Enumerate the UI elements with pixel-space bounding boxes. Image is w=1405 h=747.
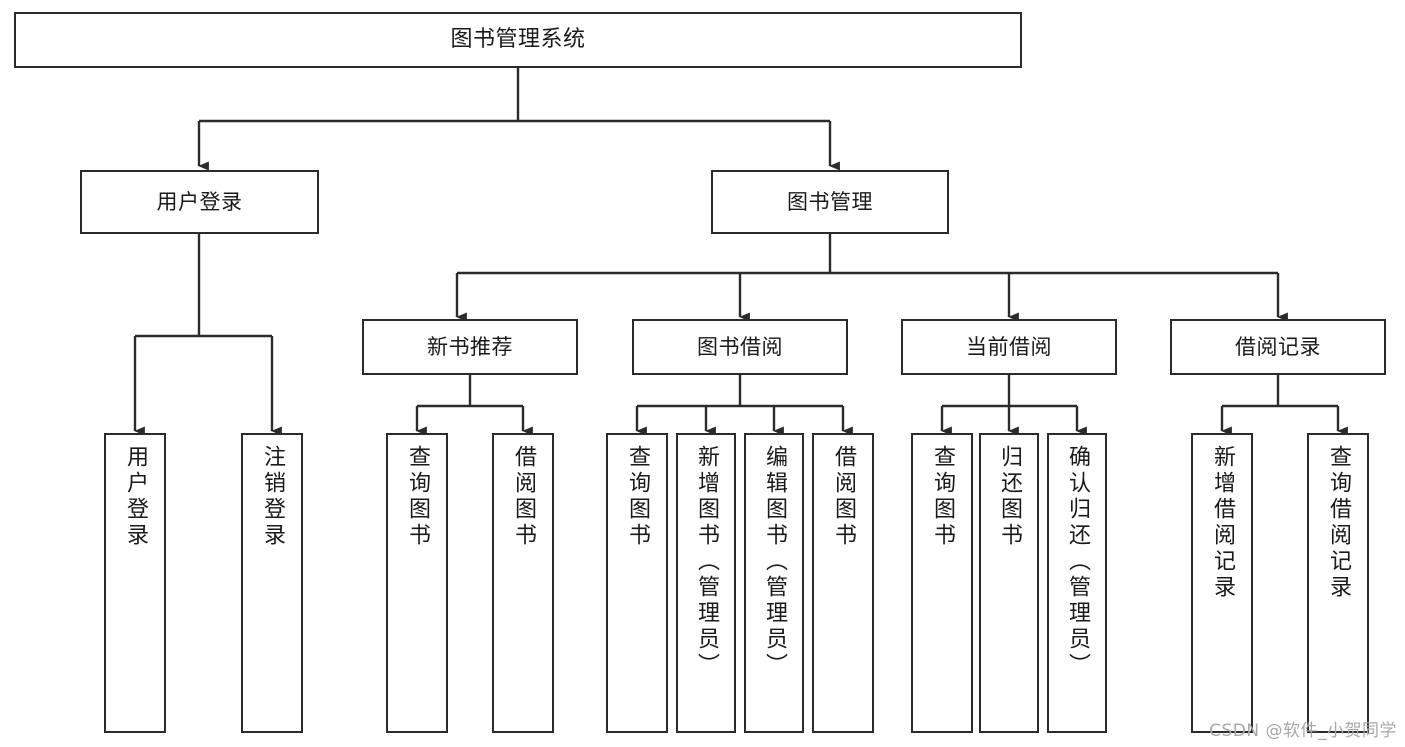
node-leaf-user-login[interactable]: 用户登录 — [104, 433, 166, 733]
node-leaf-add-borrow-record[interactable]: 新增借阅记录 — [1191, 433, 1253, 733]
node-leaf-add-book[interactable]: 新增图书（管理员） — [676, 433, 736, 733]
node-leaf-logout-label: 注销登录 — [260, 445, 285, 549]
node-leaf-user-login-label: 用户登录 — [123, 445, 148, 549]
node-new-book-recommend-label: 新书推荐 — [427, 334, 513, 359]
node-leaf-query-book-current[interactable]: 查询图书 — [911, 433, 973, 733]
node-leaf-borrow-book-new-label: 借阅图书 — [511, 445, 536, 549]
node-leaf-query-borrow-record[interactable]: 查询借阅记录 — [1307, 433, 1369, 733]
node-leaf-return-book-label: 归还图书 — [997, 445, 1022, 549]
node-new-book-recommend[interactable]: 新书推荐 — [362, 319, 578, 375]
node-leaf-confirm-return-label: 确认归还（管理员） — [1065, 445, 1090, 679]
node-leaf-borrow-book-new[interactable]: 借阅图书 — [492, 433, 554, 733]
node-leaf-query-borrow-record-label: 查询借阅记录 — [1326, 445, 1351, 601]
node-leaf-query-book-new-label: 查询图书 — [405, 445, 430, 549]
node-leaf-add-borrow-record-label: 新增借阅记录 — [1210, 445, 1235, 601]
node-leaf-add-book-label: 新增图书（管理员） — [694, 445, 719, 679]
node-borrow-records-label: 借阅记录 — [1235, 334, 1321, 359]
node-root[interactable]: 图书管理系统 — [14, 12, 1022, 68]
node-root-label: 图书管理系统 — [450, 27, 586, 53]
node-leaf-borrow-book[interactable]: 借阅图书 — [812, 433, 874, 733]
node-leaf-query-book-label: 查询图书 — [625, 445, 650, 549]
node-leaf-logout[interactable]: 注销登录 — [241, 433, 303, 733]
node-current-borrow-label: 当前借阅 — [966, 334, 1052, 359]
node-leaf-borrow-book-label: 借阅图书 — [831, 445, 856, 549]
node-book-management-label: 图书管理 — [787, 189, 873, 214]
node-leaf-query-book[interactable]: 查询图书 — [606, 433, 668, 733]
node-leaf-query-book-current-label: 查询图书 — [930, 445, 955, 549]
node-book-management[interactable]: 图书管理 — [711, 170, 949, 234]
node-leaf-confirm-return[interactable]: 确认归还（管理员） — [1047, 433, 1107, 733]
node-borrow-records[interactable]: 借阅记录 — [1170, 319, 1386, 375]
node-book-borrow-label: 图书借阅 — [697, 334, 783, 359]
node-user-login[interactable]: 用户登录 — [80, 170, 319, 234]
node-leaf-edit-book-label: 编辑图书（管理员） — [762, 445, 787, 679]
node-leaf-edit-book[interactable]: 编辑图书（管理员） — [744, 433, 804, 733]
node-book-borrow[interactable]: 图书借阅 — [632, 319, 848, 375]
node-leaf-query-book-new[interactable]: 查询图书 — [386, 433, 448, 733]
node-leaf-return-book[interactable]: 归还图书 — [979, 433, 1039, 733]
node-user-login-label: 用户登录 — [156, 189, 243, 214]
node-current-borrow[interactable]: 当前借阅 — [901, 319, 1117, 375]
